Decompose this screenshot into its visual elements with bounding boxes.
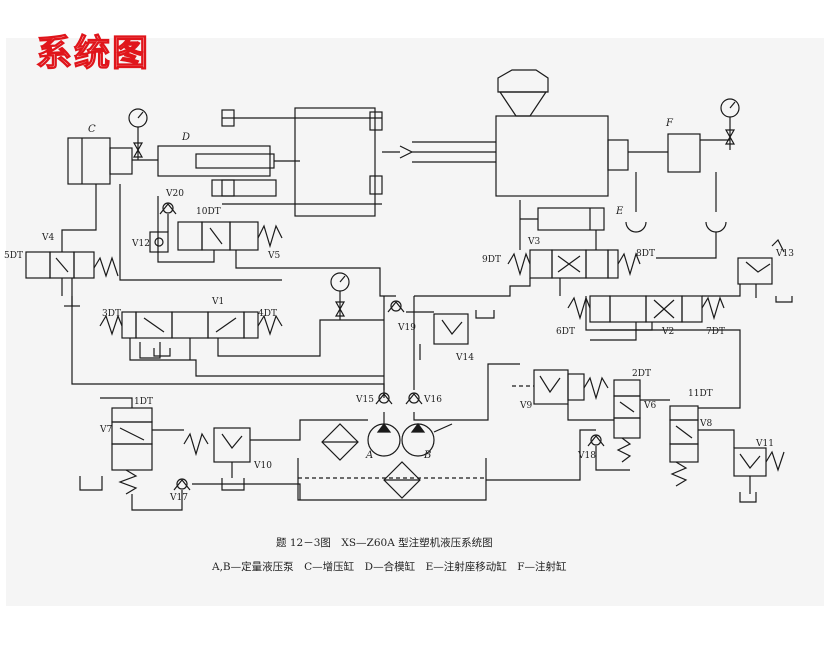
valve-v1 <box>99 311 283 360</box>
valve-v20 <box>159 202 177 215</box>
label-7dt: 7DT <box>706 327 725 337</box>
label-e: E <box>615 206 624 217</box>
label-f: F <box>665 118 674 129</box>
label-c: C <box>88 124 96 135</box>
filter-2 <box>383 461 421 499</box>
tank-returns <box>79 310 757 503</box>
label-d: D <box>181 132 190 143</box>
label-10dt: 10DT <box>196 207 221 217</box>
label-v3: V3 <box>527 237 540 247</box>
clamp-cylinder-d <box>157 107 414 217</box>
valve-v9 <box>512 369 609 405</box>
caption-line-1: 题 12－3图 XS—Z60A 型注塑机液压系统图 <box>276 536 493 549</box>
pump-b <box>401 423 453 457</box>
label-v13: V13 <box>775 249 794 259</box>
label-v17: V17 <box>169 493 188 503</box>
label-v19: V19 <box>397 323 416 333</box>
label-v11: V11 <box>755 439 774 449</box>
valve-v6 <box>613 379 641 463</box>
label-v6: V6 <box>643 401 656 411</box>
label-v12: V12 <box>131 239 150 249</box>
injection-seat-cylinder-e <box>520 172 727 233</box>
label-b: B <box>423 450 431 461</box>
filter-1 <box>321 423 359 461</box>
label-v18: V18 <box>577 451 596 461</box>
label-9dt: 9DT <box>482 255 501 265</box>
valve-v12 <box>149 231 169 253</box>
label-1dt: 1DT <box>134 397 153 407</box>
label-v14: V14 <box>455 353 474 363</box>
label-v7: V7 <box>99 425 112 435</box>
label-v1: V1 <box>211 297 224 307</box>
injection-unit <box>412 69 730 197</box>
valve-v19 <box>387 300 405 313</box>
label-3dt: 3DT <box>102 309 121 319</box>
valve-v2 <box>567 295 725 323</box>
pump-a <box>367 423 401 457</box>
label-6dt: 6DT <box>556 327 575 337</box>
label-v16: V16 <box>423 395 442 405</box>
oil-tank <box>297 458 487 501</box>
caption-line-2: A,B—定量液压泵 C—增压缸 D—合模缸 E—注射座移动缸 F—注射缸 <box>211 560 567 573</box>
label-v10: V10 <box>253 461 272 471</box>
label-a: A <box>365 450 373 461</box>
booster-cylinder-c <box>67 137 158 185</box>
valve-v11 <box>733 447 785 494</box>
valve-v18 <box>587 434 605 447</box>
page-title: 系统图 <box>35 33 151 74</box>
label-2dt: 2DT <box>632 369 651 379</box>
piping <box>61 184 741 511</box>
label-v20: V20 <box>165 189 184 199</box>
label-11dt: 11DT <box>688 389 713 399</box>
label-v2: V2 <box>661 327 674 337</box>
valve-v16 <box>405 392 423 405</box>
label-v4: V4 <box>41 233 54 243</box>
valve-v7 <box>111 407 153 495</box>
valve-v14 <box>406 311 469 360</box>
label-4dt: 4DT <box>258 309 277 319</box>
label-8dt: 8DT <box>636 249 655 259</box>
valve-v13 <box>737 238 793 303</box>
pressure-gauge-2 <box>720 98 740 150</box>
pressure-gauge-3 <box>330 272 350 320</box>
label-v9: V9 <box>519 401 532 411</box>
label-v15: V15 <box>355 395 374 405</box>
label-v5: V5 <box>267 251 280 261</box>
label-v8: V8 <box>699 419 712 429</box>
pressure-gauge-1 <box>128 108 148 160</box>
valve-v3 <box>507 249 641 279</box>
valve-v5 <box>177 221 283 251</box>
valve-v17 <box>173 478 191 491</box>
valve-v10 <box>183 427 251 478</box>
valve-v8 <box>669 405 699 487</box>
label-5dt: 5DT <box>4 251 23 261</box>
